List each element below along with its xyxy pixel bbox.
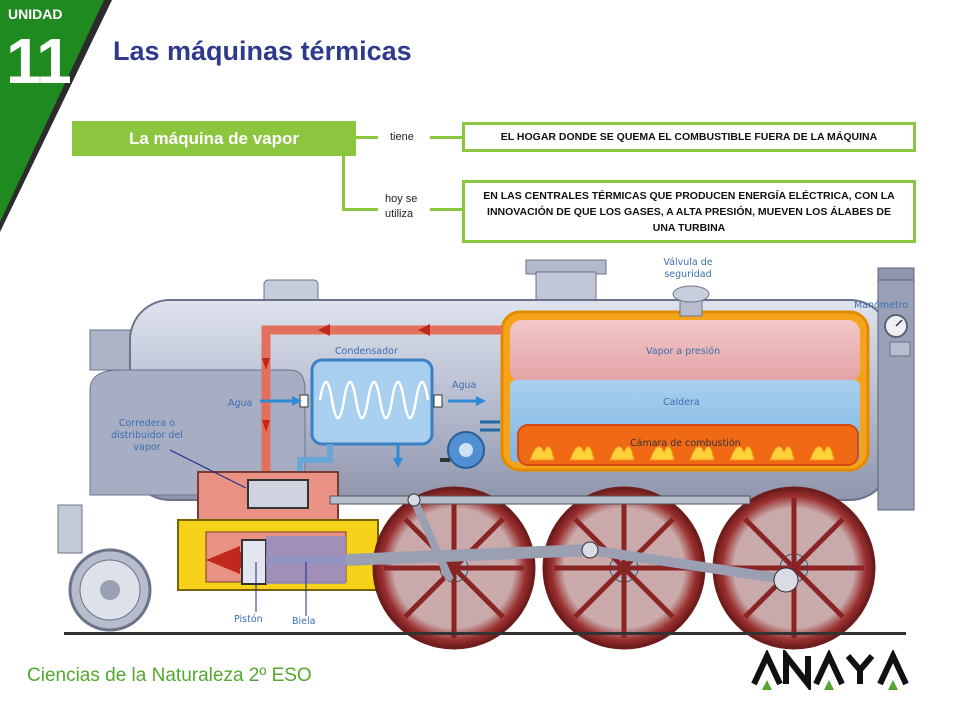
wheels [68, 486, 876, 650]
label-biela: Biela [292, 616, 316, 627]
page-title: Las máquinas térmicas [113, 36, 412, 66]
label-camara: Cámara de combustión [630, 438, 741, 449]
label-piston: Pistón [234, 614, 263, 625]
connector-line [430, 208, 462, 211]
footer-subject: Ciencias de la Naturaleza 2º ESO [27, 665, 312, 686]
connector-tiene: tiene [390, 131, 414, 143]
connector-hoy: hoy se utiliza [385, 193, 418, 220]
concept-box-hogar: EL HOGAR DONDE SE QUEMA EL COMBUSTIBLE F… [462, 122, 916, 152]
connector-line [430, 136, 462, 139]
anaya-logo [751, 650, 909, 690]
concept-box-centrales: EN LAS CENTRALES TÉRMICAS QUE PRODUCEN E… [462, 180, 916, 243]
vapor-zone [510, 320, 860, 382]
condenser [310, 358, 434, 446]
connector-line [342, 156, 345, 210]
label-corredera: Corredera o distribuidor del vapor [111, 418, 183, 453]
slide-valve [247, 479, 309, 509]
steam-engine-diagram [30, 250, 930, 650]
unit-number: 11 [6, 25, 72, 97]
concept-main: La máquina de vapor [72, 121, 356, 156]
label-condensador: Condensador [335, 346, 398, 357]
label-vapor: Vapor a presión [646, 346, 721, 357]
label-manometro: Manómetro [854, 300, 909, 311]
unit-label: UNIDAD [8, 6, 63, 22]
label-agua-right: Agua [452, 380, 477, 391]
label-caldera: Caldera [663, 397, 700, 408]
label-agua-left: Agua [228, 398, 253, 409]
piston [241, 539, 267, 585]
label-valvula: Válvula de seguridad [663, 257, 713, 280]
unit-badge [0, 0, 112, 232]
connector-line [342, 208, 378, 211]
rail [64, 632, 906, 635]
connector-line [356, 136, 378, 139]
